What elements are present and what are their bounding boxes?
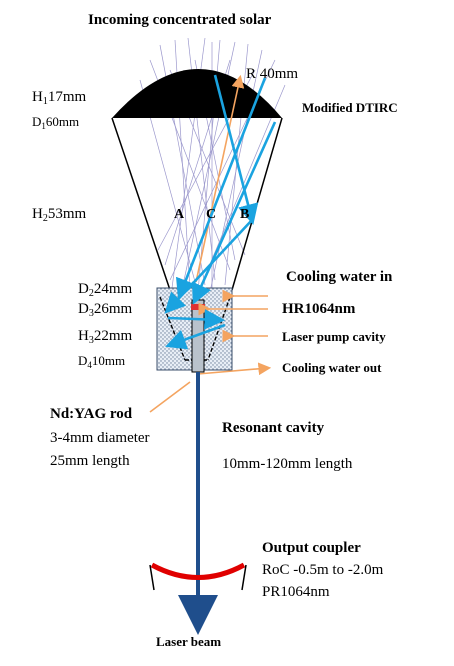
resonant-length: 10mm-120mm length (222, 456, 353, 472)
orange-lines (149, 74, 272, 413)
ray-label-b: B (240, 207, 249, 222)
coupler-roc: RoC -0.5m to -2.0m (262, 562, 384, 578)
radius-label: R 40mm (246, 66, 298, 82)
dtirc-body (111, 117, 283, 291)
ray-label-c: C (206, 207, 216, 222)
cooling-out-label: Cooling water out (282, 360, 382, 375)
d3-label: D326mm (78, 301, 133, 319)
beam-label: Laser beam (156, 634, 221, 649)
pump-cavity-label: Laser pump cavity (282, 329, 386, 344)
cooling-in-label: Cooling water in (286, 269, 393, 285)
hr-label: HR1064nm (282, 301, 356, 317)
coupler-title: Output coupler (262, 540, 361, 556)
resonant-title: Resonant cavity (222, 420, 325, 436)
h1-label: H117mm (32, 89, 87, 107)
rod-title: Nd:YAG rod (50, 406, 133, 422)
rod-diameter: 3-4mm diameter (50, 430, 150, 446)
d2-label: D224mm (78, 281, 133, 299)
d1-label: D160mm (32, 114, 79, 131)
output-coupler (149, 562, 247, 591)
blue-rays (164, 74, 277, 350)
dtirc-label: Modified DTIRC (302, 100, 398, 115)
diagram-title: Incoming concentrated solar (88, 12, 272, 28)
coupler-pr: PR1064nm (262, 584, 330, 600)
rod-length: 25mm length (50, 453, 130, 469)
ray-label-a: A (174, 207, 185, 222)
h2-label: H253mm (32, 206, 87, 224)
h3-label: H322mm (78, 328, 133, 346)
hr-coating (191, 304, 205, 310)
d4-label: D410mm (78, 353, 125, 370)
